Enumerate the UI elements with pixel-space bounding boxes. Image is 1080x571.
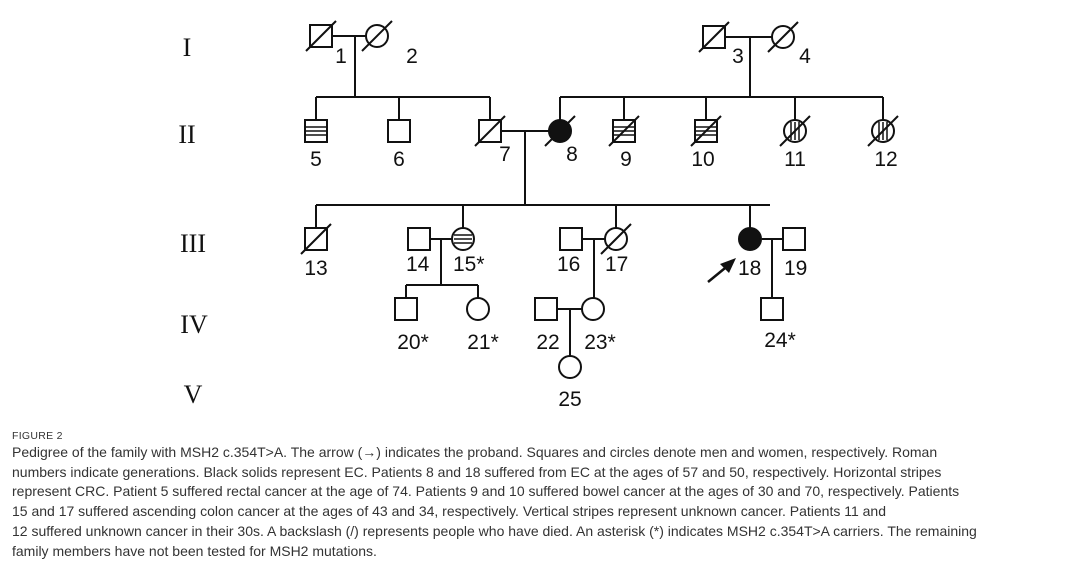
- generation-label-1: I: [183, 33, 192, 62]
- caption-line: 15 and 17 suffered ascending colon cance…: [12, 503, 887, 520]
- figure-caption: FIGURE 2 Pedigree of the family with MSH…: [12, 430, 1072, 561]
- individual-24: [760, 297, 784, 321]
- deceased-slash: [600, 223, 632, 255]
- individual-12: [867, 115, 899, 147]
- caption-text: Pedigree of the family with MSH2 c.354T>…: [12, 443, 1072, 561]
- individual-18: [738, 227, 762, 251]
- individual-label-7: 7: [499, 143, 511, 166]
- generation-label-2: II: [178, 120, 195, 149]
- individual-label-14: 14: [406, 253, 430, 276]
- individual-label-22: 22: [536, 331, 559, 354]
- individual-2: [361, 20, 393, 52]
- individual-10: [690, 115, 722, 147]
- individual-label-12: 12: [874, 148, 897, 171]
- individual-label-25: 25: [558, 388, 581, 411]
- individual-23: [581, 297, 605, 321]
- pedigree-symbols: [300, 20, 899, 379]
- male-square: [760, 297, 784, 321]
- individual-label-20: 20*: [397, 331, 429, 354]
- individual-label-4: 4: [799, 45, 811, 68]
- individual-8: [544, 115, 576, 147]
- individual-label-11: 11: [784, 148, 806, 171]
- individual-15: [451, 227, 475, 251]
- male-square: [407, 227, 431, 251]
- individual-7: [474, 115, 506, 147]
- individual-4: [767, 21, 799, 53]
- individual-label-3: 3: [732, 45, 744, 68]
- caption-line: family members have not been tested for …: [12, 542, 377, 559]
- individual-label-8: 8: [566, 143, 578, 166]
- pedigree-diagram: I II III IV V: [178, 20, 899, 411]
- individual-3: [698, 21, 730, 53]
- generation-label-4: IV: [180, 310, 208, 339]
- individual-16: [559, 227, 583, 251]
- individual-label-5: 5: [310, 148, 322, 171]
- female-circle: [558, 355, 582, 379]
- caption-line: represent CRC. Patient 5 suffered rectal…: [12, 483, 960, 500]
- individual-label-24: 24*: [764, 329, 796, 352]
- individual-11: [779, 115, 811, 147]
- individual-label-15: 15*: [453, 253, 485, 276]
- individual-label-9: 9: [620, 148, 632, 171]
- female-circle: [738, 227, 762, 251]
- individual-13: [300, 223, 332, 255]
- female-circle: [466, 297, 490, 321]
- deceased-slash: [361, 20, 393, 52]
- deceased-slash: [690, 115, 722, 147]
- individual-label-13: 13: [304, 257, 327, 280]
- figure-label: FIGURE 2: [12, 430, 63, 442]
- individual-label-19: 19: [784, 257, 807, 280]
- individual-9: [608, 115, 640, 147]
- deceased-slash: [474, 115, 506, 147]
- individual-label-6: 6: [393, 148, 405, 171]
- individual-label-18: 18: [738, 257, 761, 280]
- deceased-slash: [608, 115, 640, 147]
- individual-14: [407, 227, 431, 251]
- caption-line: numbers indicate generations. Black soli…: [12, 463, 942, 480]
- male-square: [782, 227, 806, 251]
- pedigree-lines: [315, 35, 884, 356]
- individual-17: [600, 223, 632, 255]
- deceased-slash: [300, 223, 332, 255]
- deceased-slash: [544, 115, 576, 147]
- individual-label-23: 23*: [584, 331, 616, 354]
- deceased-slash: [779, 115, 811, 147]
- male-square: [534, 297, 558, 321]
- deceased-slash: [767, 21, 799, 53]
- individual-22: [534, 297, 558, 321]
- individual-20: [394, 297, 418, 321]
- proband-arrow: [707, 258, 736, 283]
- deceased-slash: [867, 115, 899, 147]
- individual-label-16: 16: [557, 253, 580, 276]
- individual-25: [558, 355, 582, 379]
- individual-21: [466, 297, 490, 321]
- caption-line: Pedigree of the family with MSH2 c.354T>…: [12, 444, 938, 460]
- individual-label-10: 10: [691, 148, 714, 171]
- individual-label-17: 17: [605, 253, 628, 276]
- individual-1: [305, 20, 337, 52]
- individual-label-21: 21*: [467, 331, 499, 354]
- generation-label-3: III: [180, 229, 206, 258]
- caption-line: 12 suffered unknown cancer in their 30s.…: [12, 522, 977, 539]
- male-square: [394, 297, 418, 321]
- male-square: [387, 119, 411, 143]
- deceased-slash: [305, 20, 337, 52]
- individual-19: [782, 227, 806, 251]
- individual-label-1: 1: [335, 45, 347, 68]
- individual-label-2: 2: [406, 45, 418, 68]
- female-circle: [581, 297, 605, 321]
- individual-5: [304, 119, 328, 143]
- generation-label-5: V: [184, 380, 203, 409]
- deceased-slash: [698, 21, 730, 53]
- individual-6: [387, 119, 411, 143]
- male-square: [559, 227, 583, 251]
